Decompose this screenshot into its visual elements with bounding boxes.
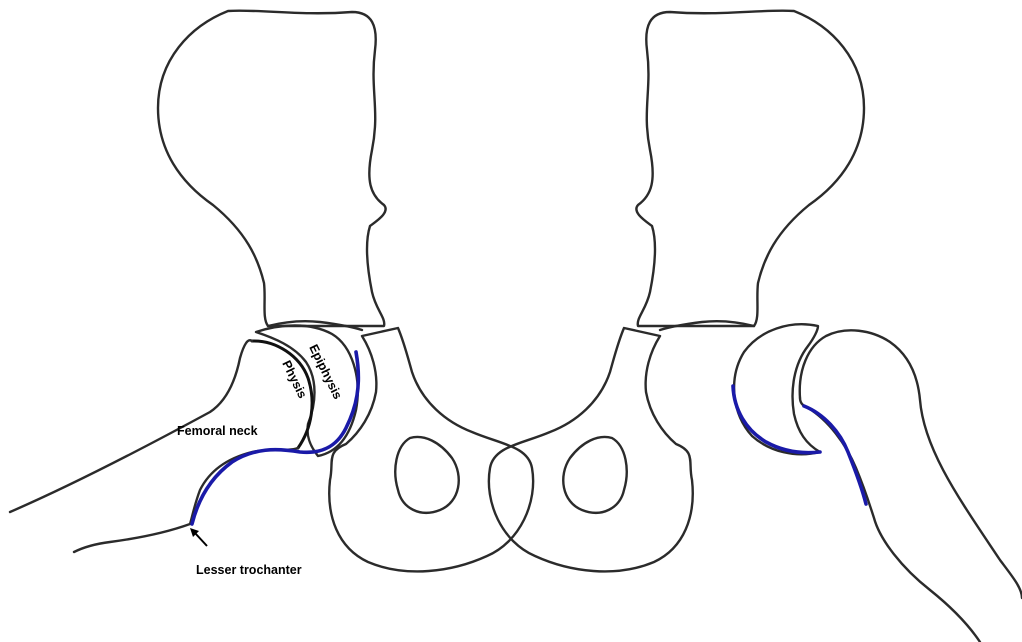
left-hip (10, 11, 533, 572)
femoral-neck-label: Femoral neck (177, 424, 258, 438)
left-femur-lower (74, 448, 298, 552)
right-hip (489, 11, 1022, 642)
right-femur-lower (800, 398, 980, 642)
physis-label: Physis (279, 358, 309, 400)
lesser-trochanter-label: Lesser trochanter (196, 563, 302, 577)
left-iliac-wing (158, 11, 386, 326)
right-femur-highlight (804, 406, 866, 504)
right-acetabulum (734, 324, 820, 454)
right-femur (800, 330, 1022, 598)
right-iliac-wing (636, 11, 864, 326)
lesser-trochanter-arrow (190, 528, 207, 546)
left-obturator-foramen (395, 437, 458, 513)
right-obturator-foramen (563, 437, 626, 513)
